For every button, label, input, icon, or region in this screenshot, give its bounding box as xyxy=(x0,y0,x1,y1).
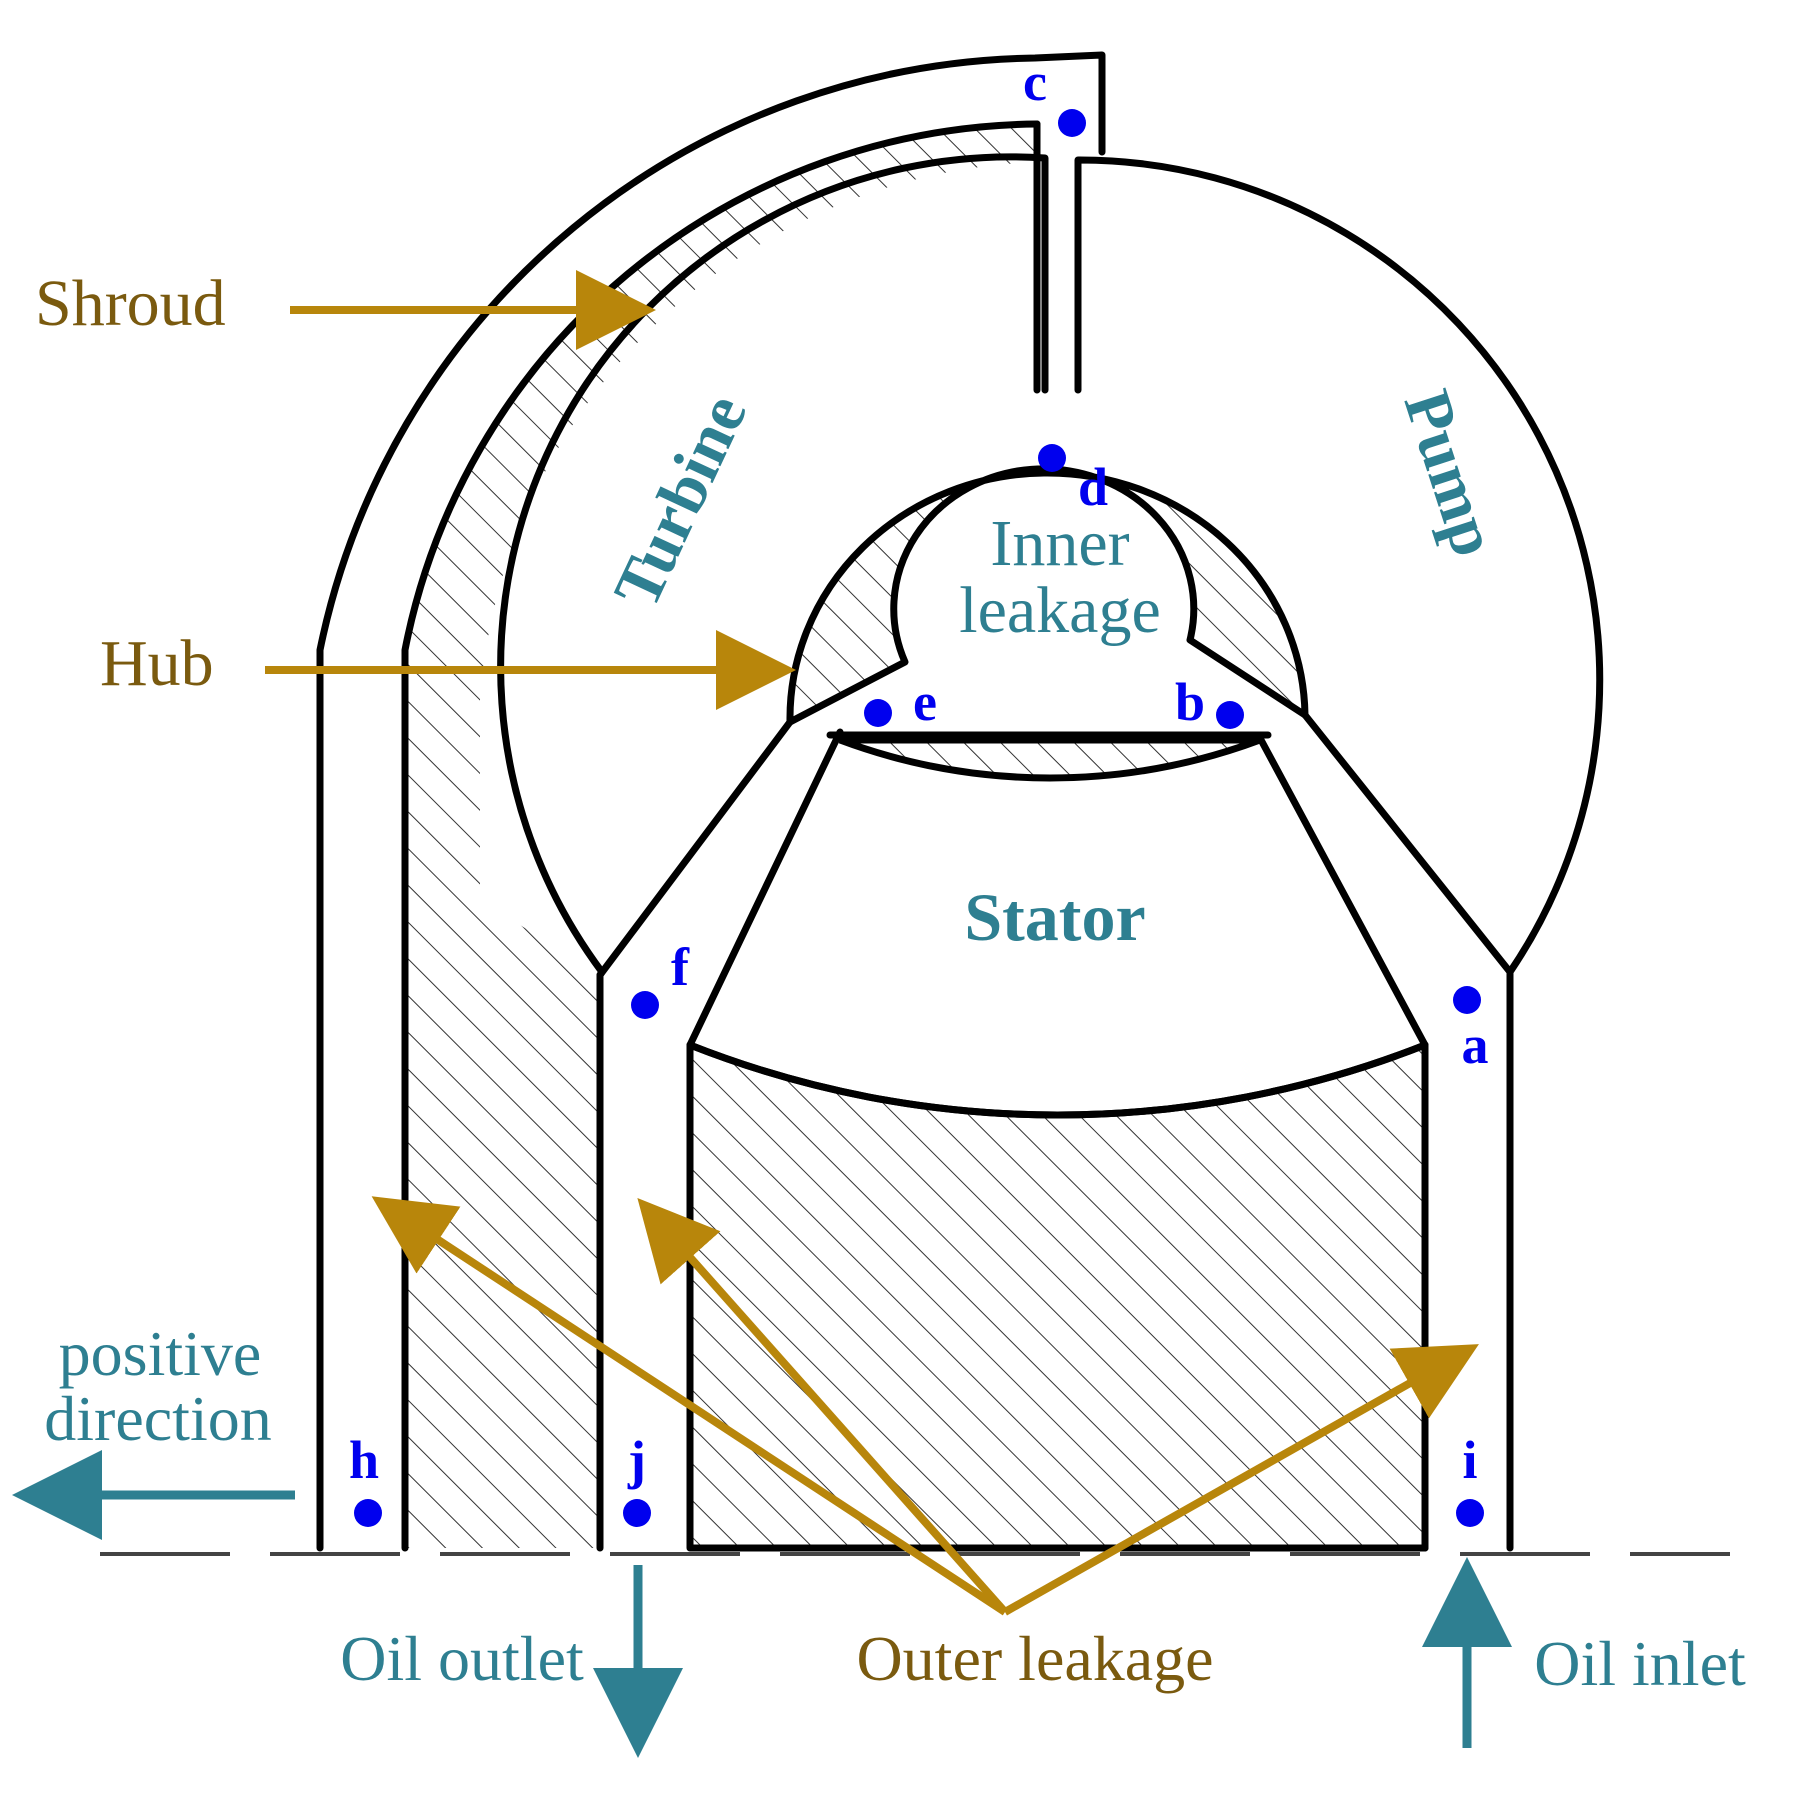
point-i: i xyxy=(1456,1430,1484,1527)
inner-leakage-label-line2: leakage xyxy=(959,574,1161,647)
outer-leakage-arrow-left xyxy=(371,1196,1008,1616)
point-b: b xyxy=(1175,672,1244,732)
point-j: j xyxy=(623,1430,651,1527)
svg-text:f: f xyxy=(671,937,690,997)
pump-gap-right xyxy=(1301,711,1514,976)
pump-gap-left xyxy=(1256,734,1429,1049)
torus-outer xyxy=(497,153,1049,1552)
outer-leakage-arrow-middle xyxy=(637,1198,1008,1615)
point-h: h xyxy=(349,1430,382,1527)
point-d: d xyxy=(1038,444,1108,517)
svg-text:e: e xyxy=(913,672,937,732)
outer-leakage-arrow-right xyxy=(1003,1344,1479,1616)
svg-text:i: i xyxy=(1462,1430,1477,1490)
inner-leakage-label-line1: Inner xyxy=(990,507,1129,580)
hub-ring-hatched xyxy=(786,465,1309,726)
svg-text:d: d xyxy=(1078,457,1108,517)
shroud-label: Shroud xyxy=(35,267,226,340)
turbine-gap-right xyxy=(686,728,844,1049)
point-e: e xyxy=(864,672,937,732)
turbine-shroud-hatched xyxy=(405,124,1037,1548)
pump-outer xyxy=(1074,156,1604,1552)
turbine-outer-shell xyxy=(316,51,1106,1552)
stator-top-hatched xyxy=(838,736,1262,782)
turbine-label: Turbine xyxy=(600,384,761,619)
stator-base-hatched xyxy=(686,1041,1429,1552)
svg-text:c: c xyxy=(1023,52,1047,112)
hub-label: Hub xyxy=(100,627,214,700)
svg-text:h: h xyxy=(349,1430,379,1490)
outer-leakage-label: Outer leakage xyxy=(856,1623,1213,1694)
svg-text:a: a xyxy=(1462,1015,1489,1075)
point-a: a xyxy=(1453,986,1489,1075)
positive-direction-line1: positive xyxy=(59,1318,262,1389)
pump-label: Pump xyxy=(1390,382,1512,565)
oil-outlet-label: Oil outlet xyxy=(340,1623,584,1694)
svg-text:j: j xyxy=(627,1430,646,1490)
oil-inlet-label: Oil inlet xyxy=(1534,1628,1746,1699)
turbine-gap-left xyxy=(596,718,794,979)
stator-label: Stator xyxy=(964,879,1145,955)
svg-text:b: b xyxy=(1175,672,1205,732)
stator-lower-arc xyxy=(686,1041,1429,1119)
point-f: f xyxy=(631,937,690,1019)
positive-direction-line2: direction xyxy=(44,1383,271,1454)
point-c: c xyxy=(1023,52,1086,137)
